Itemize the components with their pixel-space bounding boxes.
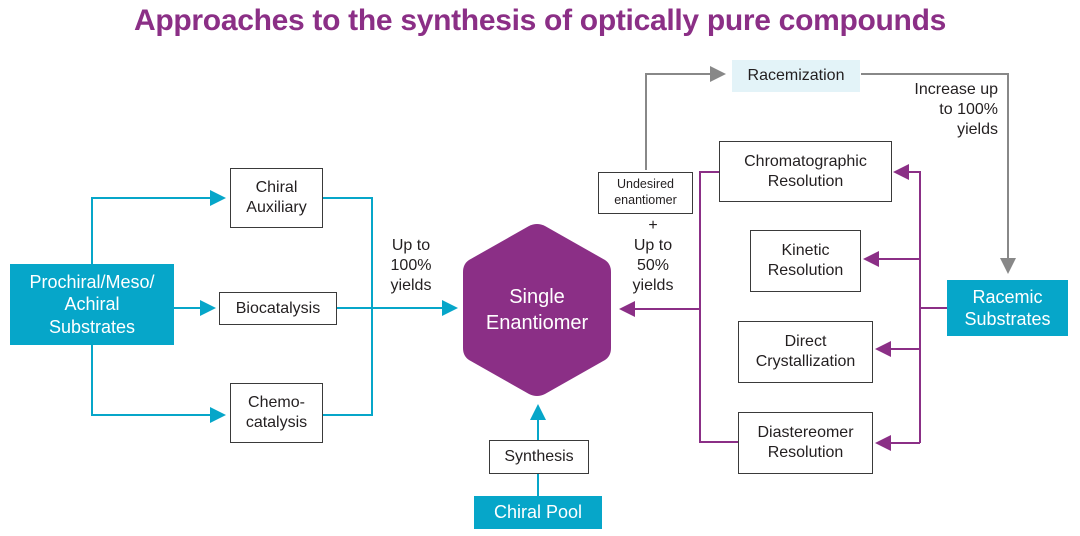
biocatalysis-node: Biocatalysis xyxy=(219,292,337,325)
arrow-to-chiral-auxiliary xyxy=(91,190,226,264)
racemization-node: Racemization xyxy=(732,60,860,92)
direct-crystallization-node: Direct Crystallization xyxy=(738,321,873,383)
single-enantiomer-hexagon xyxy=(463,224,611,396)
yield-label-100: Up to 100% yields xyxy=(390,237,432,294)
chiral-pool-node: Chiral Pool xyxy=(474,496,602,529)
racemic-substrates-node: Racemic Substrates xyxy=(947,280,1068,336)
chromatographic-resolution-node: Chromatographic Resolution xyxy=(719,141,892,202)
kinetic-resolution-node: Kinetic Resolution xyxy=(750,230,861,292)
line-resolutions-collect xyxy=(699,171,738,443)
prochiral-substrates-node: Prochiral/Meso/ Achiral Substrates xyxy=(10,264,174,345)
arrow-to-chromatographic xyxy=(893,164,921,443)
arrow-to-racemization xyxy=(645,66,726,170)
undesired-enantiomer-node: Undesired enantiomer xyxy=(598,172,693,214)
synthesis-node: Synthesis xyxy=(489,440,589,474)
line-chiral-auxiliary-out xyxy=(323,197,373,416)
chiral-auxiliary-node: Chiral Auxiliary xyxy=(230,168,323,228)
single-enantiomer-node: Single Enantiomer xyxy=(485,286,589,334)
arrow-to-chemocatalysis xyxy=(91,345,226,423)
yield-label-50: + Up to 50% yields xyxy=(632,217,674,294)
diagram-title: Approaches to the synthesis of optically… xyxy=(134,4,946,37)
arrow-to-racemic xyxy=(861,73,1016,274)
diastereomer-resolution-node: Diastereomer Resolution xyxy=(738,412,873,474)
chemocatalysis-node: Chemo- catalysis xyxy=(230,383,323,443)
increase-yield-label: Increase up to 100% yields xyxy=(914,81,998,138)
